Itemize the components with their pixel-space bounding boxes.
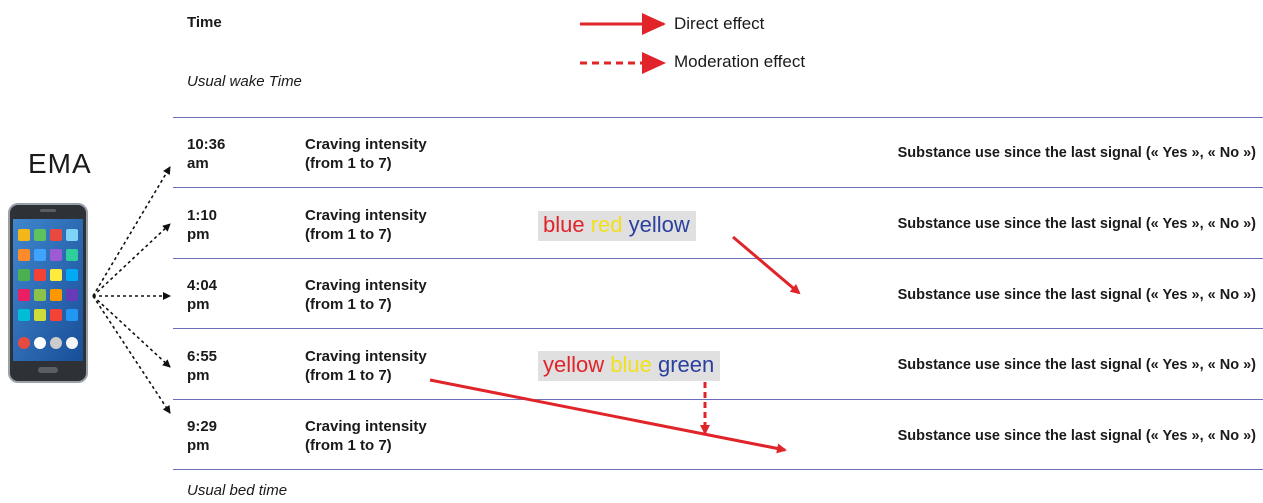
stroop-word: yellow bbox=[628, 212, 690, 237]
ema-arrow-4 bbox=[92, 295, 171, 368]
direct-effect-arrow-2 bbox=[429, 378, 787, 454]
substance-use-question-1: Substance use since the last signal (« Y… bbox=[897, 145, 1256, 161]
stroop-word: yellow bbox=[543, 352, 605, 377]
row-divider bbox=[173, 187, 1263, 188]
signal-time-1: 10:36 am bbox=[187, 136, 226, 172]
craving-intensity-2: Craving intensity(from 1 to 7) bbox=[305, 207, 427, 243]
stroop-word: green bbox=[657, 352, 715, 377]
time-column-header: Time bbox=[187, 14, 222, 31]
ema-label: EMA bbox=[28, 148, 92, 179]
row-divider bbox=[173, 469, 1263, 470]
usual-wake-time-label: Usual wake Time bbox=[187, 73, 302, 90]
ema-arrow-1 bbox=[92, 166, 171, 297]
stroop-word: blue bbox=[543, 212, 585, 237]
stroop-task-1: blue red yellow bbox=[538, 211, 696, 241]
legend-moderation-effect-label: Moderation effect bbox=[674, 52, 806, 71]
usual-bed-time-label: Usual bed time bbox=[187, 482, 288, 499]
craving-intensity-3: Craving intensity(from 1 to 7) bbox=[305, 277, 427, 313]
substance-use-question-5: Substance use since the last signal (« Y… bbox=[897, 428, 1256, 444]
signal-time-3: 4:04 pm bbox=[187, 277, 218, 313]
substance-use-question-4: Substance use since the last signal (« Y… bbox=[897, 357, 1256, 373]
ema-arrow-2 bbox=[92, 223, 171, 297]
signal-time-5: 9:29 pm bbox=[187, 418, 218, 454]
stroop-word: red bbox=[590, 212, 623, 237]
substance-use-question-3: Substance use since the last signal (« Y… bbox=[897, 287, 1256, 303]
row-divider bbox=[173, 328, 1263, 329]
direct-effect-arrow-1 bbox=[732, 235, 801, 295]
craving-intensity-1: Craving intensity(from 1 to 7) bbox=[305, 136, 427, 172]
signal-time-4: 6:55 pm bbox=[187, 348, 218, 384]
smartphone-icon bbox=[8, 203, 88, 383]
craving-intensity-4: Craving intensity(from 1 to 7) bbox=[305, 348, 427, 384]
row-divider bbox=[173, 399, 1263, 400]
row-divider bbox=[173, 258, 1263, 259]
signal-time-2: 1:10 pm bbox=[187, 207, 218, 243]
substance-use-question-2: Substance use since the last signal (« Y… bbox=[897, 216, 1256, 232]
legend-direct-effect-label: Direct effect bbox=[674, 14, 765, 33]
row-divider bbox=[173, 117, 1263, 118]
craving-intensity-5: Craving intensity(from 1 to 7) bbox=[305, 418, 427, 454]
stroop-task-2: yellow blue green bbox=[538, 351, 721, 381]
ema-arrow-5 bbox=[92, 295, 171, 414]
stroop-word: blue bbox=[610, 352, 652, 377]
